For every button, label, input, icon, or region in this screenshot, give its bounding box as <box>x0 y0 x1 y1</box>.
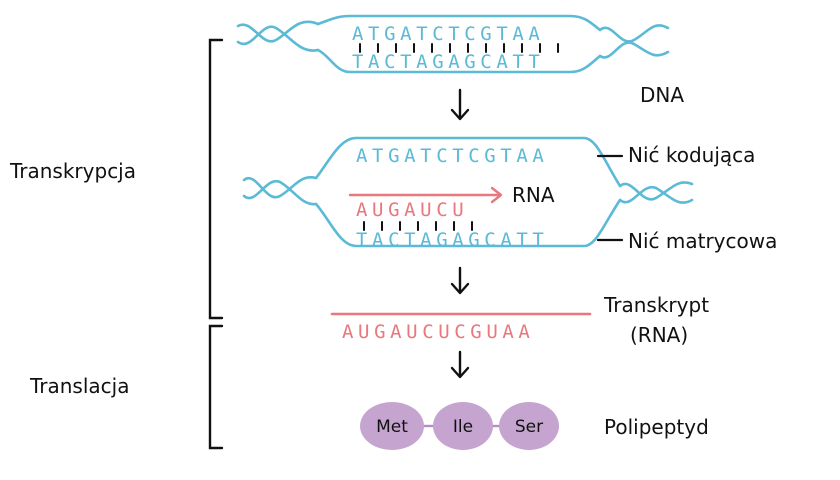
translacja-label: Translacja <box>29 374 129 398</box>
transcript-sequence: AUGAUCUCGUAA <box>342 321 534 343</box>
dna-base-pair-ticks <box>359 43 559 53</box>
dna-label: DNA <box>640 83 684 107</box>
dna-helix <box>236 14 670 74</box>
amino-acid-ile-label: Ile <box>453 417 473 437</box>
dna-bottom-strand-sequence: TACTAGAGCATT <box>352 51 544 73</box>
dna-top-strand-sequence: ATGATCTCGTAA <box>352 23 544 45</box>
growing-rna-sequence: AUGAUCU <box>356 199 468 221</box>
transkrypcja-bracket <box>208 38 224 320</box>
transcript-label: Transkrypt <box>603 293 709 317</box>
template-strand-sequence: TACTAGAGCATT <box>356 229 548 251</box>
transcript-label-rna: (RNA) <box>630 323 688 347</box>
amino-acid-ser <box>499 402 559 450</box>
amino-acid-ser-label: Ser <box>515 417 543 437</box>
transcription-bubble <box>242 136 694 248</box>
arrow-to-polypeptide <box>450 350 470 379</box>
polypeptide-chain: Met Ile Ser <box>360 402 559 450</box>
rna-label: RNA <box>512 183 555 207</box>
rna-template-pair-ticks <box>363 221 473 231</box>
coding-strand-label: Nić kodująca <box>628 143 755 167</box>
arrow-dna-to-transcription <box>450 88 470 121</box>
template-strand-label: Nić matrycowa <box>628 229 777 253</box>
transkrypcja-label: Transkrypcja <box>9 159 136 183</box>
polypeptide-label: Polipeptyd <box>604 415 709 439</box>
translacja-bracket <box>208 324 224 450</box>
arrow-to-transcript <box>450 266 470 295</box>
amino-acid-met <box>360 402 424 450</box>
amino-acid-ile <box>433 402 493 450</box>
coding-strand-sequence: ATGATCTCGTAA <box>356 145 548 167</box>
amino-acid-met-label: Met <box>376 417 408 437</box>
rna-direction-arrow <box>348 186 503 204</box>
